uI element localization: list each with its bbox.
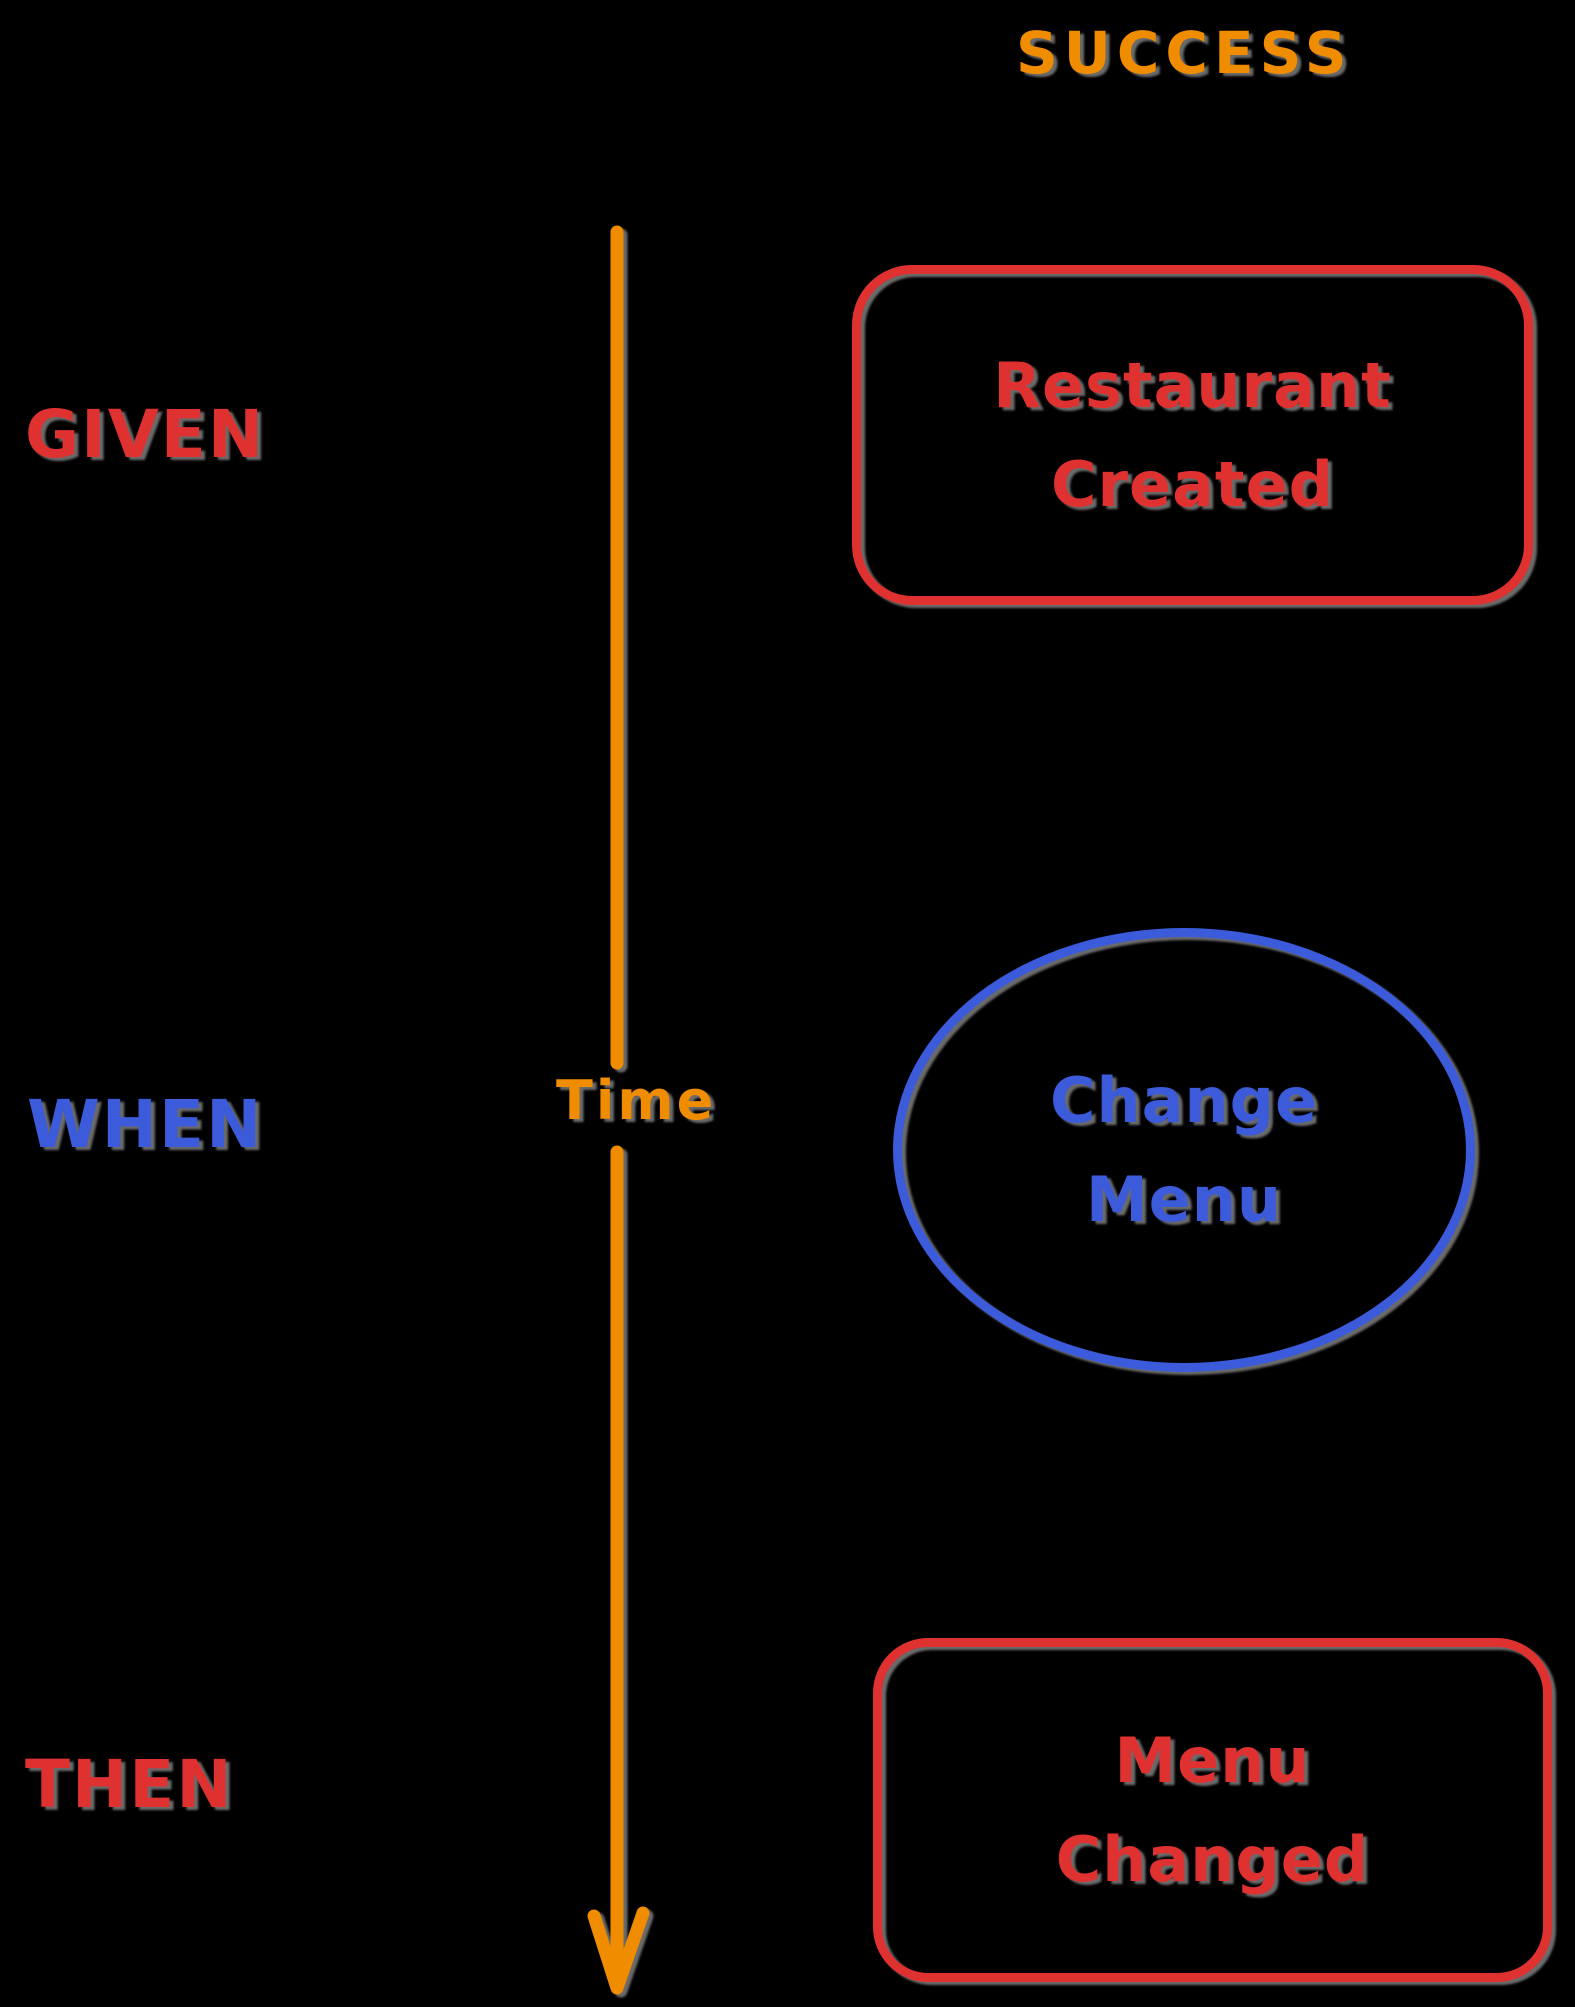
restaurant-created-label: Restaurant Created: [993, 348, 1392, 521]
change-menu-label: Change Menu: [1049, 1063, 1319, 1236]
given-label: GIVEN: [25, 396, 266, 473]
time-label: Time: [556, 1069, 717, 1132]
success-title: SUCCESS: [1016, 19, 1353, 87]
restaurant-created-box: Restaurant Created: [852, 265, 1533, 605]
then-label: THEN: [25, 1746, 234, 1823]
change-menu-ellipse: Change Menu: [893, 928, 1475, 1372]
when-label: WHEN: [27, 1086, 264, 1163]
menu-changed-label: Menu Changed: [1055, 1723, 1370, 1896]
menu-changed-box: Menu Changed: [873, 1638, 1552, 1982]
